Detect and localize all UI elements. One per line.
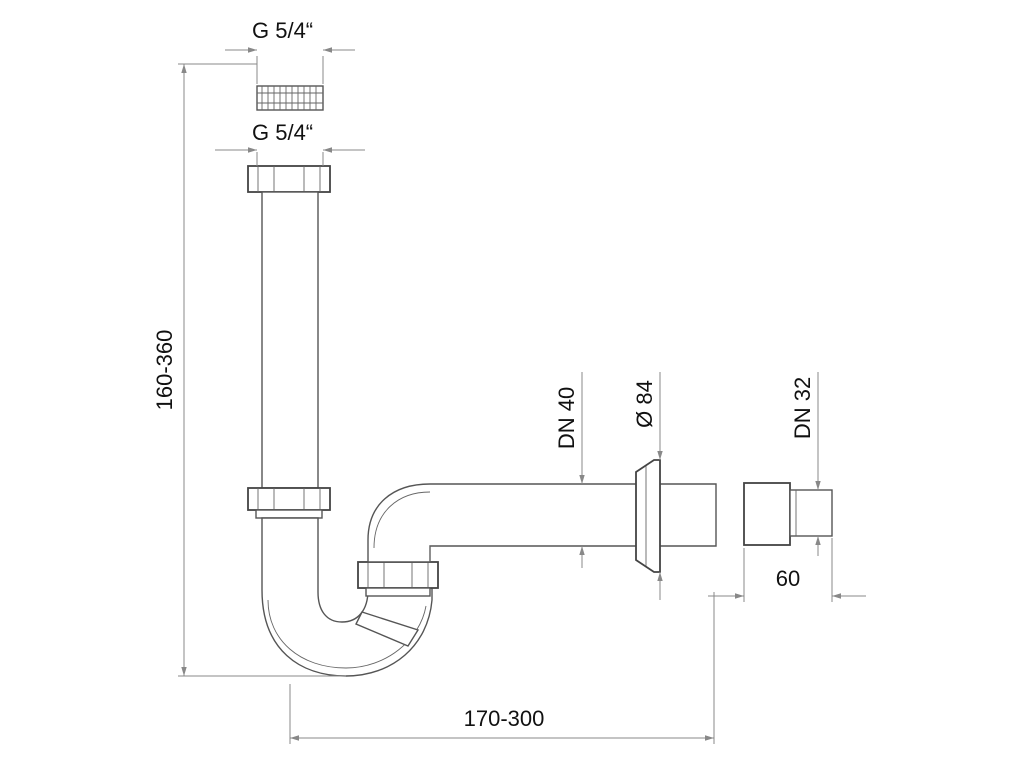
wall-rosette (635, 459, 661, 573)
adapter-dn-label: DN 32 (790, 377, 815, 439)
lower-union-nut (247, 487, 331, 519)
thread-top-label: G 5/4“ (252, 18, 313, 43)
thread-top-dimension: G 5/4“ (225, 18, 355, 84)
wall-pipe (367, 483, 717, 563)
pipe-dn-label: DN 40 (554, 387, 579, 449)
threaded-connector (256, 85, 324, 111)
height-dimension: 160-360 (152, 63, 346, 677)
trap-union-nut (357, 561, 439, 597)
vertical-tail-pipe (261, 191, 319, 489)
adapter-length-dimension: 60 (708, 538, 866, 602)
rosette-diameter-label: Ø 84 (632, 380, 657, 428)
pipe-dn-dimension: DN 40 (554, 372, 585, 568)
adapter-length-label: 60 (776, 566, 800, 591)
thread-nut-label: G 5/4“ (252, 120, 313, 145)
trap-bend (261, 517, 433, 677)
height-label: 160-360 (152, 330, 177, 411)
adapter-dn-dimension: DN 32 (790, 372, 821, 556)
width-dimension: 170-300 (289, 592, 715, 744)
thread-nut-dimension: G 5/4“ (215, 120, 365, 166)
reducer-adapter (743, 482, 833, 546)
width-label: 170-300 (464, 706, 545, 731)
top-union-nut (247, 165, 331, 193)
rosette-diameter-dimension: Ø 84 (632, 372, 663, 600)
